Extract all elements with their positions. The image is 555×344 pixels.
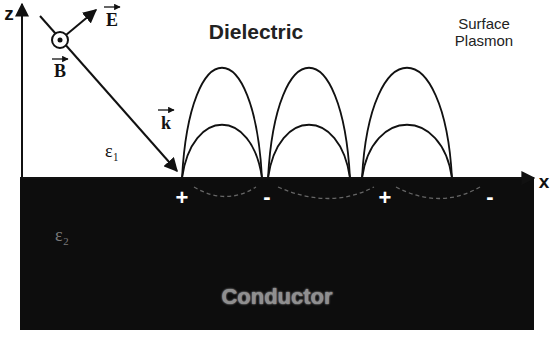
vector-arrow: [52, 58, 68, 59]
wave-vector-arrow: [40, 16, 177, 171]
permittivity-label: ε₁: [105, 142, 119, 162]
plasmon-field-curves: [182, 68, 452, 178]
vector-arrow: [104, 6, 120, 7]
permittivity-label: ε₂: [55, 226, 69, 246]
charge-sign: +: [379, 186, 392, 210]
conductor-region: Conductor: [20, 178, 534, 330]
axis-label: z: [4, 4, 14, 25]
field-vector-label: E: [106, 11, 118, 31]
conductor-band: [20, 178, 534, 330]
conductor-field-lines: [194, 187, 480, 199]
b-field-symbol: [52, 32, 68, 48]
field-vector-label: k: [161, 114, 171, 134]
vector-arrow: [158, 109, 174, 110]
x-axis: [20, 177, 534, 179]
axis-label: x: [539, 172, 550, 193]
charge-sign: -: [263, 185, 270, 209]
region-label: Dielectric: [209, 20, 304, 43]
region-label: Conductor: [221, 284, 332, 310]
region-label: Surface Plasmon: [442, 16, 526, 49]
charge-sign: +: [176, 186, 189, 210]
b-field-dot: [58, 38, 63, 43]
charge-sign: -: [486, 185, 493, 209]
field-vector-label: B: [54, 62, 66, 82]
z-axis: [21, 4, 23, 178]
